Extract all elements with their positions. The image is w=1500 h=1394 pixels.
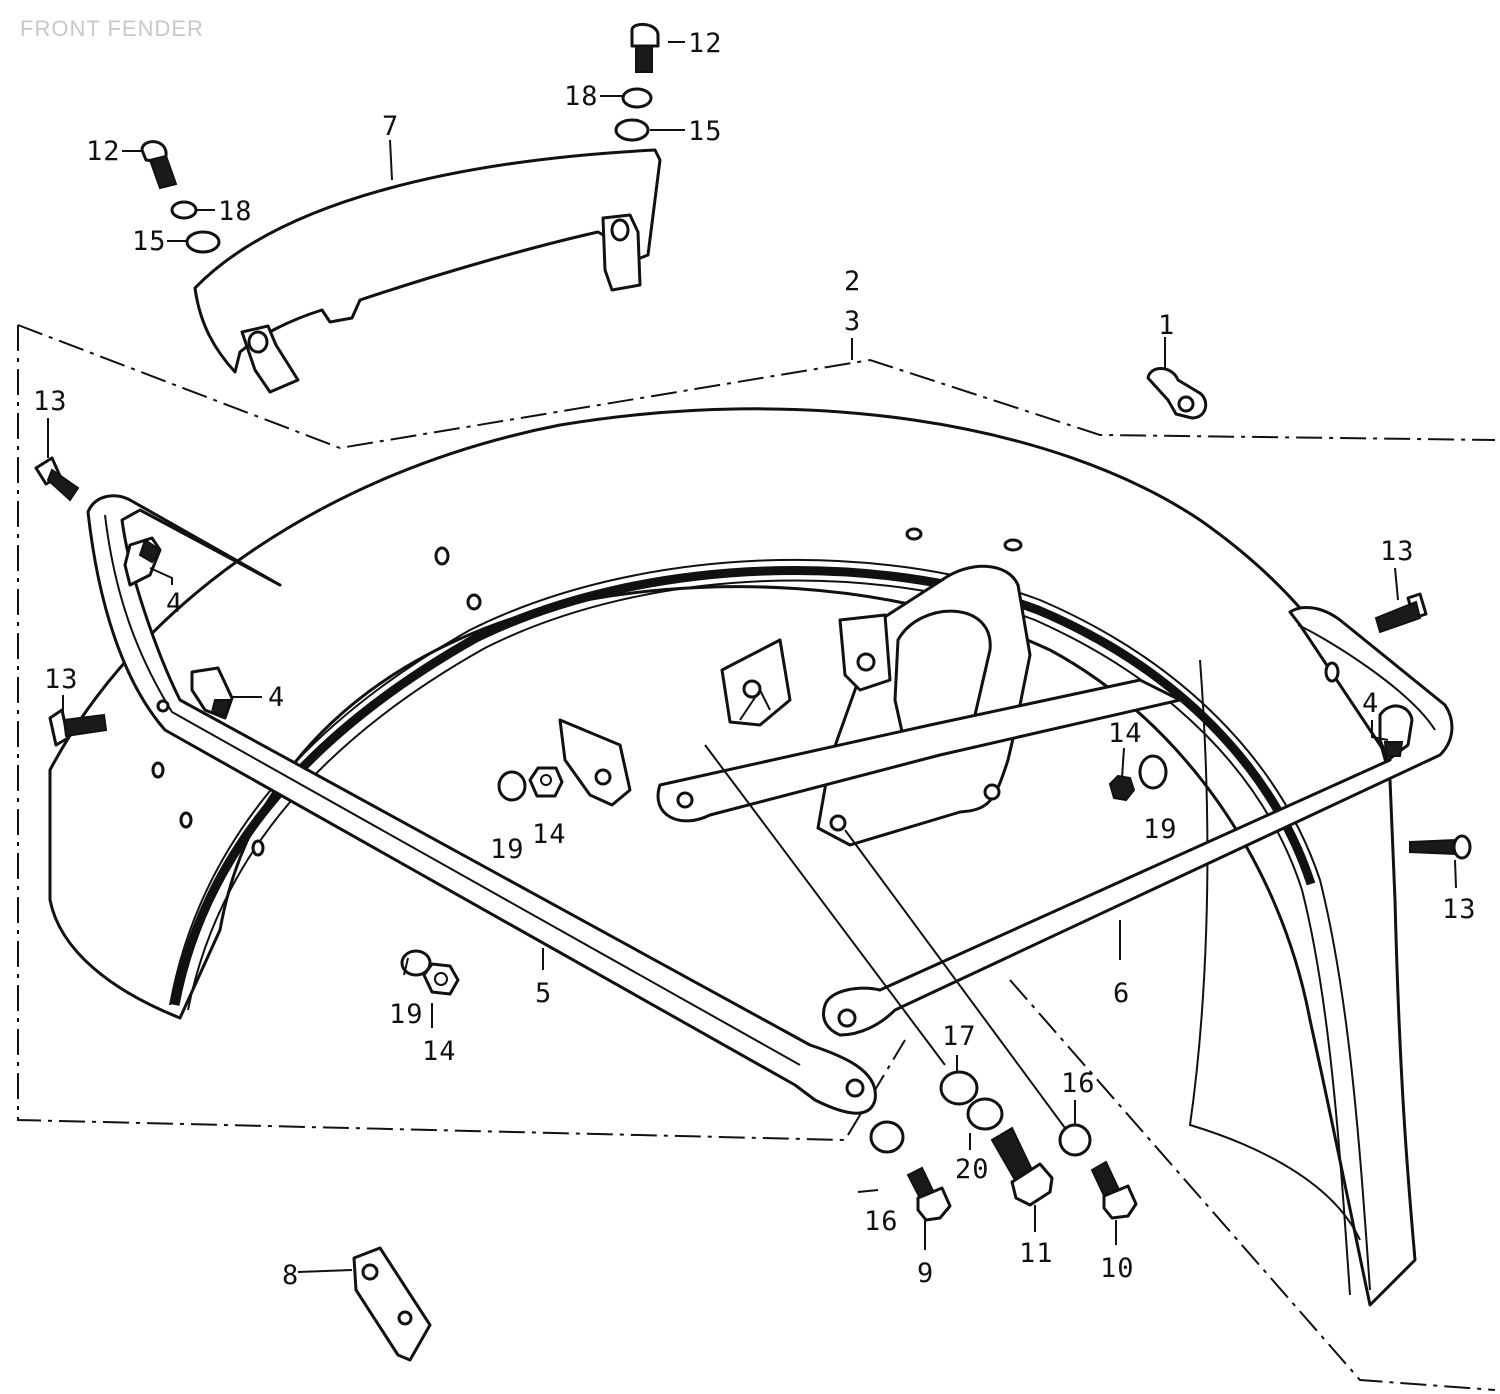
part-5-fender-stay-left (86, 494, 877, 1115)
callout-13-upper-right: 13 (1380, 536, 1415, 567)
screw-13-upper-right (1374, 592, 1428, 634)
part-6-fender-stay-right (822, 606, 1454, 1037)
washer-19-center (497, 770, 527, 802)
callout-13-mid-left: 13 (44, 664, 79, 695)
washer-18-left (170, 200, 198, 220)
callout-14-center: 14 (532, 819, 567, 850)
washer-16-left (869, 1120, 905, 1154)
callout-7: 7 (382, 111, 399, 142)
washer-20 (966, 1097, 1004, 1131)
callout-13-upper-left: 13 (33, 386, 68, 417)
callout-16-right: 16 (1061, 1068, 1096, 1099)
nut-14-right (1108, 774, 1136, 802)
washer-19-right (1138, 754, 1168, 790)
bolt-10 (1090, 1160, 1138, 1220)
callout-4-right: 4 (1362, 688, 1379, 719)
callout-14-right: 14 (1108, 718, 1143, 749)
washer-18-top (621, 87, 653, 109)
nut-14-lower-left (422, 962, 460, 996)
callout-17: 17 (942, 1021, 977, 1052)
callout-14-lower-left: 14 (422, 1036, 457, 1067)
washer-15-left (185, 230, 221, 254)
callout-12-top: 12 (688, 28, 723, 59)
screw-12-top (630, 23, 660, 73)
alignment-line-17 (704, 689, 946, 1066)
callout-8: 8 (282, 1260, 299, 1291)
part-8-bracket (352, 1246, 432, 1362)
washer-17 (939, 1070, 979, 1106)
callout-19-center: 19 (490, 834, 525, 865)
callout-4-left-mid: 4 (268, 682, 285, 713)
callout-9: 9 (917, 1258, 934, 1289)
callout-15-left: 15 (132, 226, 167, 257)
callout-2: 2 (844, 266, 861, 297)
screw-13-mid-left (48, 708, 108, 747)
callout-13-lower-right: 13 (1442, 894, 1477, 925)
callout-18-left: 18 (218, 196, 253, 227)
callout-4-left-upper: 4 (166, 588, 183, 619)
screw-12-left (140, 140, 178, 190)
callout-11: 11 (1019, 1238, 1054, 1269)
callout-10: 10 (1100, 1253, 1135, 1284)
bolt-9 (906, 1166, 952, 1222)
callout-12-left: 12 (86, 136, 121, 167)
part-7-fender-cover (193, 148, 662, 394)
nut-14-center (528, 766, 564, 798)
callout-3: 3 (844, 306, 861, 337)
bolt-11 (990, 1126, 1054, 1207)
washer-19-lower-left (400, 949, 432, 977)
callout-16-left: 16 (864, 1206, 899, 1237)
callout-6: 6 (1113, 978, 1130, 1009)
callout-1: 1 (1158, 310, 1175, 341)
washer-15-top (614, 118, 650, 142)
screw-13-upper-left (34, 456, 80, 502)
callout-15-top: 15 (688, 116, 723, 147)
washer-16-right (1058, 1123, 1092, 1157)
callout-19-right: 19 (1143, 814, 1178, 845)
callout-labels: 12 18 15 7 12 18 15 2 3 1 13 4 13 4 13 4… (33, 28, 1477, 1291)
callout-19-lower-left: 19 (389, 999, 424, 1030)
callout-20: 20 (955, 1154, 990, 1185)
diagram-title: FRONT FENDER (20, 16, 204, 41)
alignment-line-16 (844, 829, 1066, 1129)
part-1-clip (1146, 367, 1208, 420)
screw-13-lower-right (1409, 834, 1472, 860)
leader-lines (47, 41, 1457, 1273)
part-2-3-front-fender (48, 407, 1417, 1307)
callout-5: 5 (535, 978, 552, 1009)
callout-18-top: 18 (564, 81, 599, 112)
